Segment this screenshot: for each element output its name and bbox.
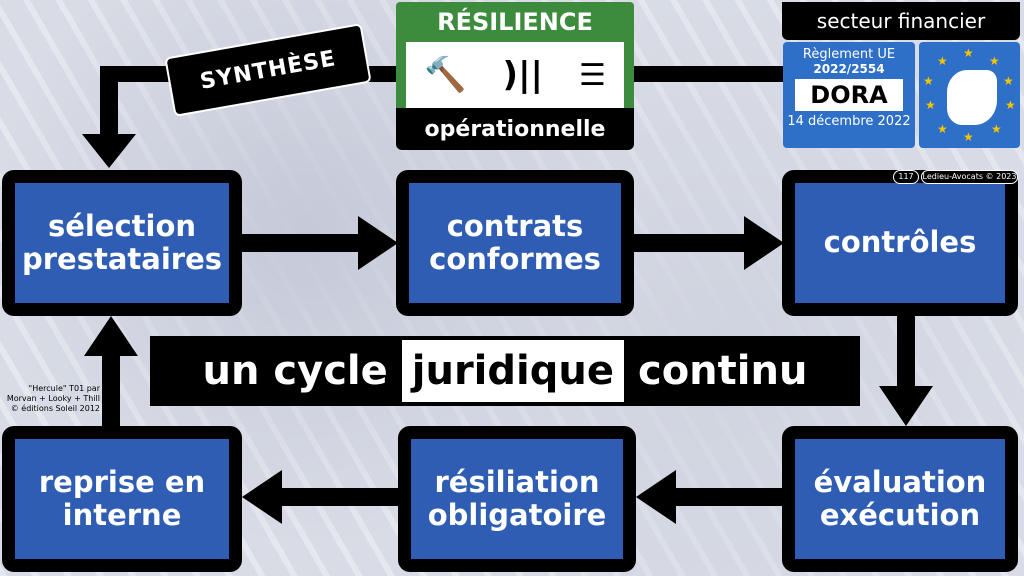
box-label: sélection prestataires <box>15 183 229 303</box>
box-controles: contrôles <box>782 170 1018 316</box>
hammer-impact-icon: 🔨 <box>424 55 467 95</box>
arrow-down-icon <box>879 386 933 426</box>
resilience-badge: RÉSILIENCE 🔨 )|| ☰ opérationnelle <box>396 2 634 150</box>
arrow-left-icon <box>636 470 676 524</box>
arrow-right-icon <box>358 216 398 270</box>
arrow-up-icon <box>84 316 138 356</box>
arrow-left-1 <box>676 488 784 506</box>
shield-lines-icon: )|| <box>502 55 543 95</box>
server-icon: ☰ <box>579 57 606 93</box>
cycle-banner: un cycle juridique continu <box>150 336 860 406</box>
regulation-panel: Règlement UE 2022/2554 DORA 14 décembre … <box>783 42 915 148</box>
copyright: Ledieu-Avocats © 2023 <box>921 170 1018 184</box>
banner-before: un cycle <box>202 348 388 394</box>
box-label: évaluation exécution <box>795 439 1005 559</box>
dora-label: DORA <box>795 79 903 111</box>
regulation-date: 14 décembre 2022 <box>787 114 911 129</box>
box-label: contrôles <box>795 183 1005 303</box>
banner-after: continu <box>637 348 808 394</box>
arrow-right-icon <box>744 216 784 270</box>
credit-line: Morvan + Looky + Thill <box>6 394 100 403</box>
box-selection-prestataires: sélection prestataires <box>2 170 242 316</box>
credit-line: "Hercule" T01 par <box>28 384 100 393</box>
resilience-icons: 🔨 )|| ☰ <box>396 42 634 108</box>
arrow-right-1 <box>240 234 360 252</box>
image-credit: "Hercule" T01 par Morvan + Looky + Thill… <box>4 384 100 414</box>
arrow-right-2 <box>632 234 748 252</box>
down-connector <box>100 66 118 136</box>
box-reprise-en-interne: reprise en interne <box>2 426 242 572</box>
eu-flag-map-icon: ★★★★★★★★★★ <box>919 42 1020 148</box>
box-resiliation-obligatoire: résiliation obligatoire <box>398 426 636 572</box>
box-label: contrats conformes <box>409 183 621 303</box>
regulation-label: Règlement UE <box>802 47 896 62</box>
resilience-title: RÉSILIENCE <box>396 2 634 42</box>
box-evaluation-execution: évaluation exécution <box>782 426 1018 572</box>
box-contrats-conformes: contrats conformes <box>396 170 634 316</box>
page-number: 117 <box>893 170 919 184</box>
box-label: reprise en interne <box>15 439 229 559</box>
secteur-label: secteur financier <box>782 2 1020 40</box>
box-label: résiliation obligatoire <box>411 439 623 559</box>
arrow-down-icon <box>82 134 136 168</box>
operationnelle-label: opérationnelle <box>396 108 634 150</box>
credit-line: © éditions Soleil 2012 <box>10 404 100 413</box>
arrow-down-right <box>897 314 915 390</box>
regulation-number: 2022/2554 <box>813 62 885 76</box>
banner-highlight: juridique <box>401 340 624 402</box>
arrow-left-icon <box>242 470 282 524</box>
arrow-up-left <box>102 352 120 428</box>
arrow-left-2 <box>282 488 400 506</box>
